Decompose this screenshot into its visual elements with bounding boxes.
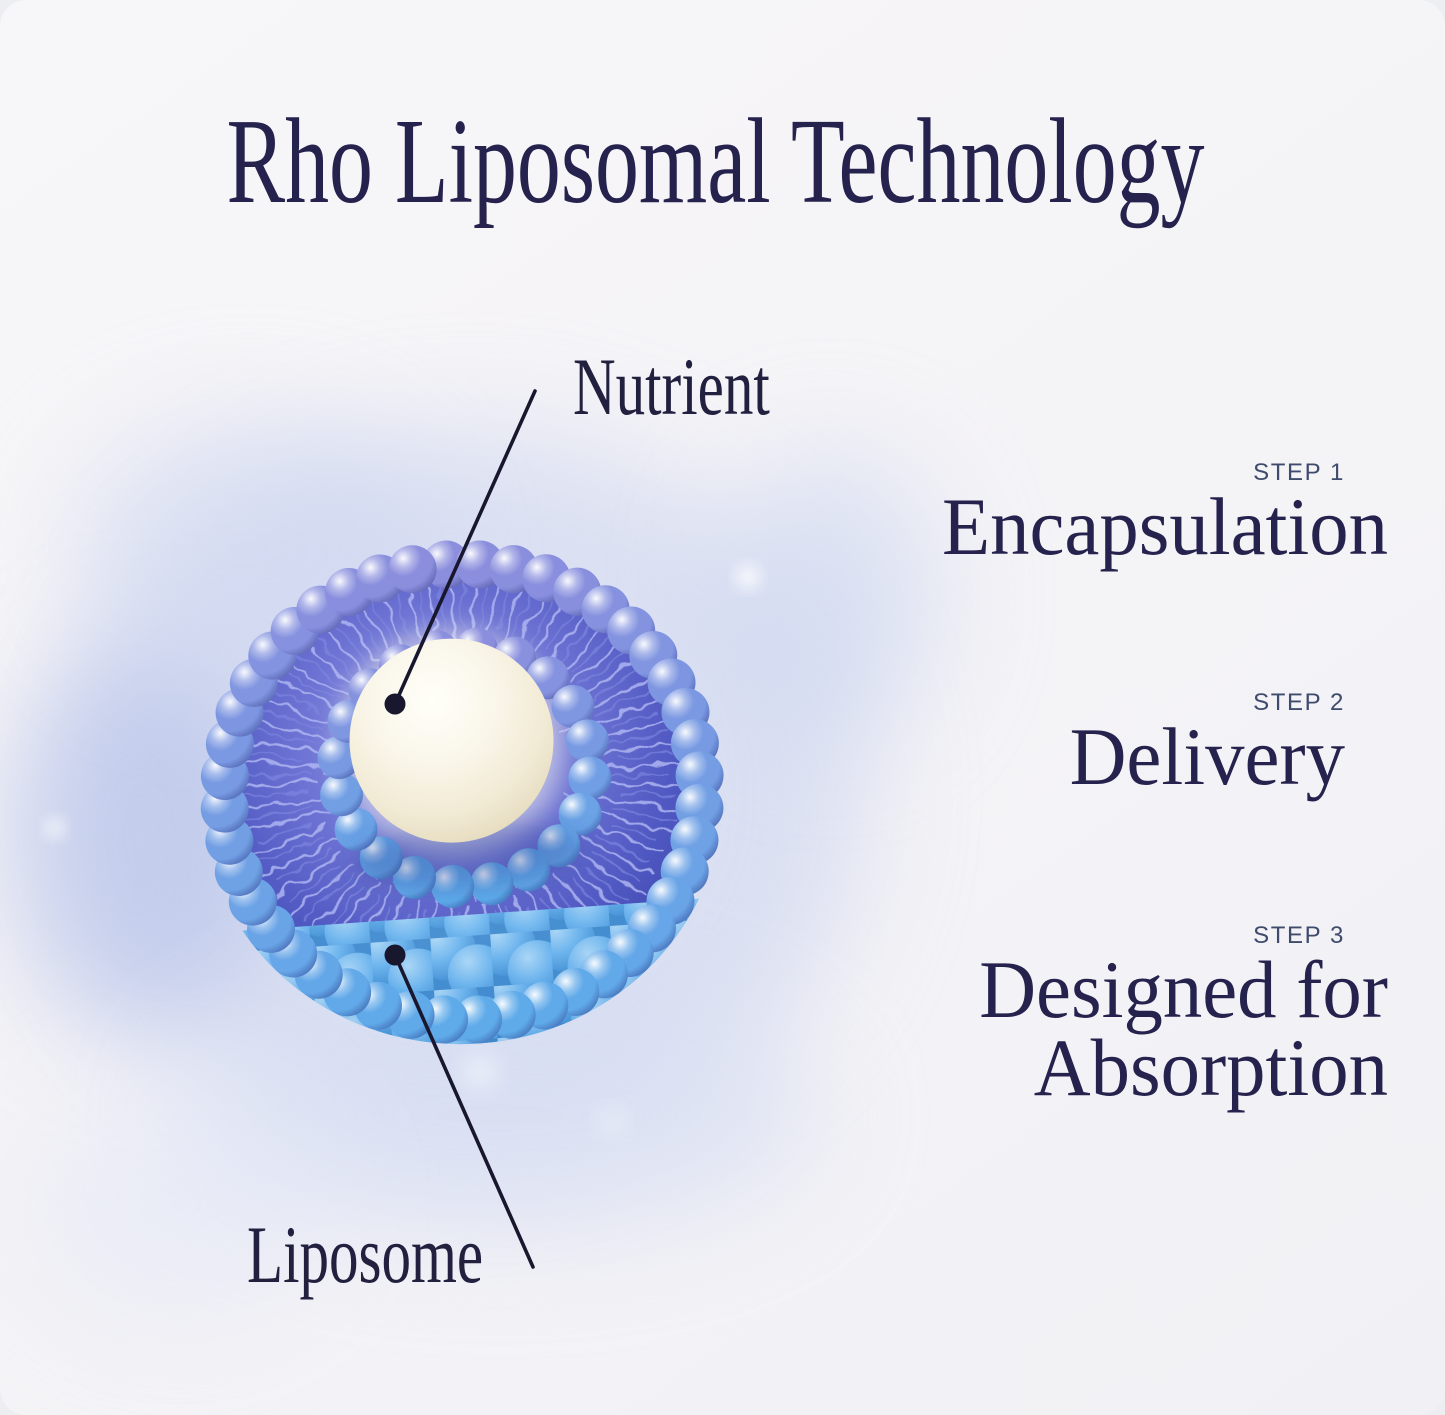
step-block-2: STEP 2 Delivery [918, 689, 1388, 802]
liposome-label: Liposome [247, 1209, 484, 1300]
nutrient-pointer-dot [384, 693, 406, 715]
liposome-body [200, 540, 724, 1045]
step-3-heading: Designed for Absorption [979, 944, 1388, 1113]
liposome-pointer-dot [384, 944, 406, 966]
step-3-label: STEP 3 [1253, 922, 1345, 949]
step-block-3: STEP 3 Designed for Absorption [918, 922, 1388, 1113]
step-2-heading: Delivery [1069, 711, 1345, 802]
step-2-label: STEP 2 [1253, 689, 1345, 716]
step-block-1: STEP 1 Encapsulation [918, 459, 1388, 572]
nutrient-label: Nutrient [573, 341, 770, 432]
step-1-label: STEP 1 [1253, 459, 1345, 486]
step-1-heading: Encapsulation [942, 481, 1388, 572]
page-title: Rho Liposomal Technology [226, 94, 1205, 229]
